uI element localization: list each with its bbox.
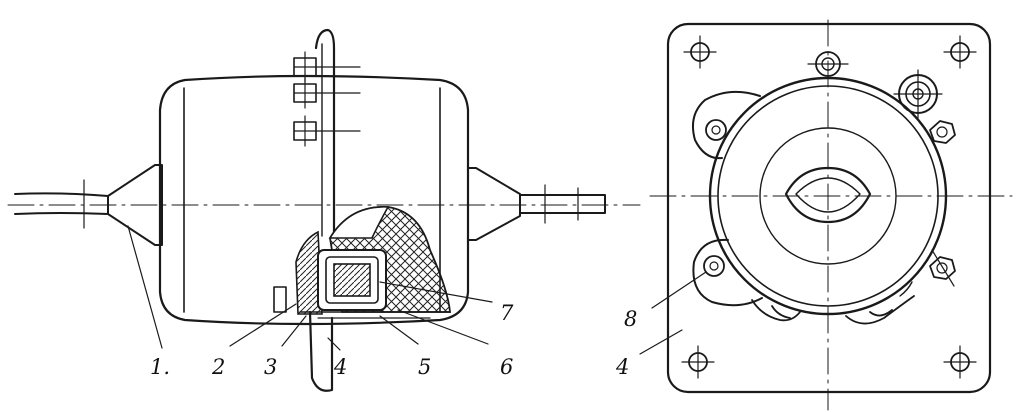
- nut-right-upper: [929, 120, 956, 144]
- shaft-slot-inner: [795, 177, 861, 213]
- housing-inner-ring: [717, 85, 939, 307]
- nut-right-lower: [929, 249, 956, 287]
- bottom-winding-bumps: [751, 281, 915, 325]
- flange-plate: [314, 28, 336, 238]
- corner-hole-br: [943, 345, 977, 379]
- cutaway-section: [295, 206, 451, 319]
- ear-lug-upper: [692, 90, 761, 160]
- housing-outer-ring: [708, 76, 948, 316]
- label-8: 8: [624, 307, 637, 331]
- label-6: 6: [500, 355, 513, 379]
- shaft: [519, 194, 606, 214]
- leader-8: [651, 271, 707, 309]
- leader-1: [127, 225, 163, 349]
- motor-housing: [158, 74, 470, 326]
- mounting-plate: [666, 22, 992, 394]
- cable: [14, 192, 109, 215]
- leader-4: [327, 337, 341, 351]
- leader-6: [397, 309, 489, 345]
- label-5: 5: [418, 355, 431, 379]
- leader-7: [379, 281, 493, 303]
- corner-hole-tr: [943, 35, 977, 69]
- label-2: 2: [211, 355, 225, 379]
- corner-hole-bl: [681, 345, 715, 379]
- label-4: 4: [333, 355, 347, 379]
- stud-1: [293, 51, 361, 83]
- flange-leg: [308, 310, 334, 392]
- ear-lug-lower: [692, 238, 763, 307]
- lug-hole-lower: [703, 255, 725, 277]
- leader-2: [229, 303, 297, 347]
- leader-4-front: [639, 329, 683, 355]
- label-7: 7: [500, 301, 514, 325]
- leader-3: [281, 315, 307, 347]
- large-terminal: [893, 69, 943, 119]
- front-view: 8 4: [615, 19, 1013, 411]
- label-1: 1.: [150, 355, 170, 379]
- label-3: 3: [264, 355, 277, 379]
- coil-core: [333, 263, 371, 297]
- corner-hole-tl: [683, 35, 717, 69]
- top-terminal: [807, 51, 849, 77]
- right-cone: [467, 167, 521, 241]
- stud-3: [293, 115, 361, 147]
- left-cone: [107, 164, 163, 246]
- leader-5: [379, 315, 419, 345]
- rotor-face: [759, 127, 897, 265]
- coil-frame: [325, 256, 379, 304]
- side-view: 1. 2 3 4 5 6 7: [7, 28, 641, 392]
- clamp-left: [273, 286, 287, 313]
- label-4-front: 4: [615, 355, 629, 379]
- lug-hole-upper: [705, 119, 727, 141]
- stud-2: [293, 77, 361, 109]
- winding-cover: [328, 206, 390, 239]
- shaft-slot: [784, 166, 872, 224]
